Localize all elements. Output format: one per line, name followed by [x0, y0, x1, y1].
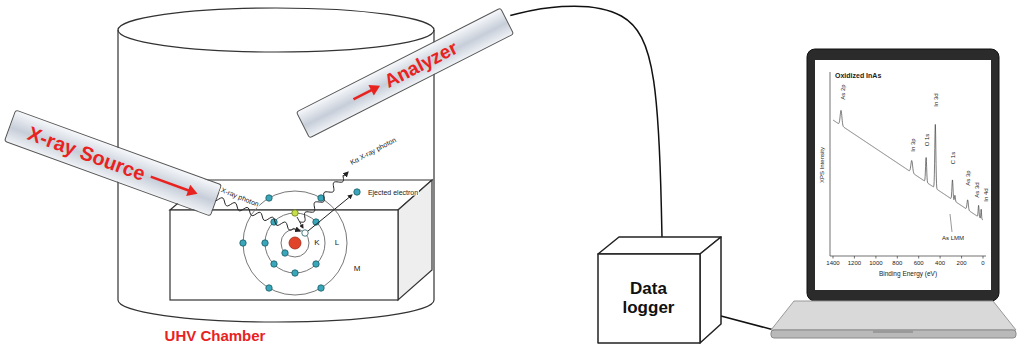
peak-label: As 2p: [840, 83, 846, 100]
k-vacancy: [302, 230, 308, 236]
kalpha-photon-wave: [300, 172, 348, 222]
shell-label: K: [313, 239, 320, 247]
k-shell: [281, 229, 309, 257]
peak-label: C 1s: [950, 151, 956, 165]
tick-label: 200: [956, 260, 968, 266]
node-label: Oxidized InAs: [835, 72, 881, 80]
tick-label: 1400: [825, 260, 840, 266]
electron-label: Ejected electron: [367, 189, 419, 196]
spectrum-curve: [833, 110, 983, 220]
photon-waves: [212, 172, 348, 231]
photon-label: Kα X-ray photon: [348, 136, 398, 167]
analyzer-tube: Analyzer: [296, 7, 515, 138]
peak-label: As 3d: [974, 181, 980, 198]
tick-label: 600: [913, 260, 925, 266]
node-label: X-ray Source: [25, 122, 148, 185]
peak-label: In 3p: [910, 137, 916, 152]
l-shell: [265, 213, 325, 273]
peak-label: In 3d: [933, 92, 939, 107]
peak-label: In 4d: [983, 187, 989, 202]
direction-arrow: [351, 80, 383, 104]
tick-label: 1000: [868, 260, 883, 266]
sample-side: [398, 180, 432, 300]
data-logger-box: Data logger: [597, 236, 722, 344]
shell-label: M: [353, 265, 362, 273]
l-electron: [292, 210, 298, 216]
xray-source-tube: X-ray Source: [4, 109, 222, 216]
tick-label: 800: [891, 260, 903, 266]
cable: [510, 6, 662, 237]
plot-axes: [830, 72, 986, 259]
ejection-arrow: [308, 195, 352, 231]
node-label: UHV Chamber: [165, 328, 266, 345]
cable: [721, 316, 774, 330]
peak-label: As 3p: [965, 169, 971, 186]
shell-label: L: [334, 239, 340, 247]
photon-label: X-ray photon: [219, 186, 261, 208]
peak-label: As LMM: [941, 235, 965, 241]
node-label: Data logger: [597, 254, 700, 343]
sample-front: [170, 210, 398, 300]
direction-arrow: [148, 171, 199, 199]
axis-title: XPS Intensity: [819, 146, 825, 184]
peak-label: O 1s: [924, 133, 930, 148]
axis-title: Binding Energy (eV): [878, 271, 938, 278]
tick-label: 400: [934, 260, 946, 266]
nucleus: [289, 237, 301, 249]
leader-line: [950, 214, 952, 232]
node-label: Analyzer: [381, 38, 461, 93]
tick-label: 1200: [847, 260, 862, 266]
tick-label: 0: [980, 260, 985, 266]
spectrum-line: [833, 110, 983, 220]
